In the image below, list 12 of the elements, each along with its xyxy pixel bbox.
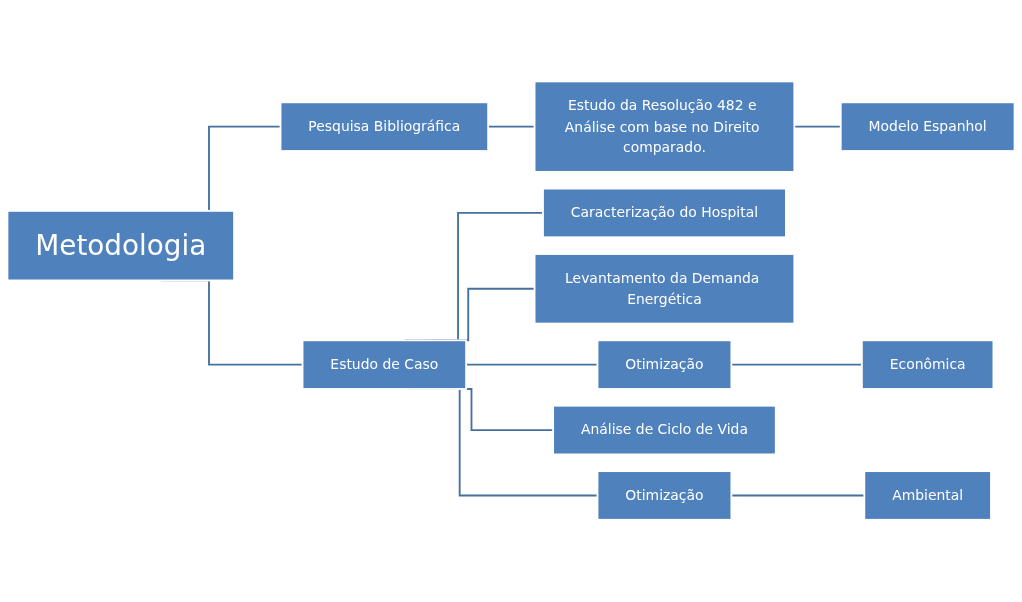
node-box: Estudo de Caso bbox=[301, 339, 468, 391]
node-box: Otimização bbox=[596, 470, 733, 522]
node-box: Caracterização do Hospital bbox=[542, 188, 787, 239]
node-box: Ambiental bbox=[863, 470, 992, 522]
node-box: Estudo da Resolução 482 e Análise com base no Direito comparado. bbox=[533, 80, 796, 174]
node-box: Análise de Ciclo de Vida bbox=[552, 405, 777, 456]
node-box: Pesquisa Bibliográfica bbox=[279, 101, 490, 153]
node-box: Levantamento da Demanda Energética bbox=[533, 253, 796, 325]
node-box: Modelo Espanhol bbox=[839, 101, 1016, 153]
node-box: Econômica bbox=[860, 339, 995, 391]
node-box: Metodologia bbox=[6, 210, 236, 282]
node-box: Otimização bbox=[596, 339, 733, 391]
